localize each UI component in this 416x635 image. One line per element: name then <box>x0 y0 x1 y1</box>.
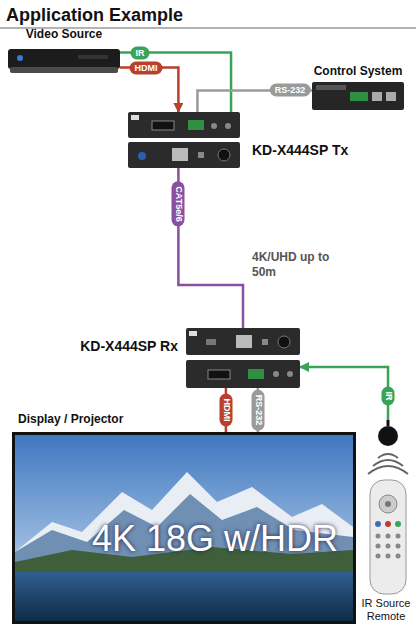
decor-shape <box>372 92 382 101</box>
decor-shape <box>385 501 391 507</box>
decor-shape <box>208 370 230 379</box>
decor-shape <box>17 55 23 61</box>
signal-tag: CAT5e/6 <box>172 181 185 226</box>
node-label: IR Source Remote <box>354 597 416 622</box>
decor-shape <box>386 544 391 549</box>
decor-shape <box>278 336 290 348</box>
transmitter-unit: KD-X444SP Tx <box>128 112 240 168</box>
decor-shape <box>395 521 401 527</box>
decor-shape <box>189 331 197 336</box>
decor-shape <box>396 534 401 539</box>
decor-shape <box>273 371 279 377</box>
decor-shape <box>379 495 397 513</box>
decor-shape <box>186 328 300 355</box>
decor-shape <box>128 142 240 168</box>
screen-caption: 4K 18G w/HDR <box>92 518 352 559</box>
decor-shape <box>198 152 204 158</box>
node-label: Control System <box>312 65 404 79</box>
decor-shape <box>316 85 346 90</box>
control-illustration <box>312 82 404 110</box>
decor-shape <box>218 149 230 161</box>
decor-shape <box>236 335 252 348</box>
decor-shape <box>15 572 353 621</box>
node-label: KD-X444SP Tx <box>252 142 402 158</box>
source-illustration <box>8 45 120 75</box>
signal-tag: RS-232 <box>270 84 311 97</box>
decor-shape <box>248 369 264 379</box>
decor-shape <box>378 454 398 458</box>
node-label: Video Source <box>8 28 120 42</box>
decor-shape <box>376 534 381 539</box>
decor-shape <box>128 112 240 138</box>
cable-connector <box>178 168 243 328</box>
decor-shape <box>376 554 381 559</box>
decor-shape <box>131 115 139 120</box>
decor-shape <box>8 49 120 69</box>
cable-connector <box>120 53 231 113</box>
decor-shape <box>188 120 204 130</box>
distance-note: 4K/UHD up to 50m <box>252 250 332 280</box>
signal-tag: IR <box>131 47 150 60</box>
decor-shape <box>396 544 401 549</box>
decor-shape <box>138 152 146 160</box>
decor-shape <box>186 360 300 388</box>
node-label: Display / Projector <box>18 413 238 427</box>
decor-shape <box>350 92 368 101</box>
decor-shape <box>287 371 293 377</box>
receiver-unit: KD-X444SP Rx <box>186 328 300 388</box>
decor-shape <box>15 435 353 621</box>
signal-tag: IR <box>382 387 395 406</box>
ir-remote: IR Source Remote <box>358 420 414 630</box>
decor-shape <box>262 339 268 345</box>
decor-shape <box>385 521 391 527</box>
decor-shape <box>12 432 356 624</box>
decor-shape <box>206 339 216 345</box>
decor-shape <box>370 480 406 594</box>
decor-shape <box>78 55 108 59</box>
decor-shape <box>368 466 408 474</box>
decor-shape <box>376 544 381 549</box>
control-system-device: Control System <box>312 82 404 110</box>
display-screen: Display / Projector4K 18G w/HDR <box>12 432 356 624</box>
signal-tag: RS-232 <box>252 390 265 431</box>
video-source-device: Video Source <box>8 45 120 75</box>
cable-connector <box>300 367 388 420</box>
decor-shape <box>386 534 391 539</box>
decor-shape <box>312 82 404 110</box>
decor-shape <box>396 554 401 559</box>
diagram-title: Application Example <box>6 5 183 26</box>
tx-illustration <box>128 112 240 168</box>
decor-shape <box>152 121 174 130</box>
decor-shape <box>387 420 390 426</box>
decor-shape <box>386 554 391 559</box>
decor-shape <box>378 426 398 446</box>
signal-tag: HDMI <box>220 394 233 427</box>
decor-shape <box>172 148 188 161</box>
decor-shape <box>10 67 118 73</box>
signal-tag: HDMI <box>130 62 163 75</box>
decor-shape <box>375 521 381 527</box>
decor-shape <box>211 123 217 129</box>
decor-shape <box>386 92 396 101</box>
rx-illustration <box>186 328 300 388</box>
decor-shape <box>225 123 231 129</box>
node-label: KD-X444SP Rx <box>62 338 178 354</box>
